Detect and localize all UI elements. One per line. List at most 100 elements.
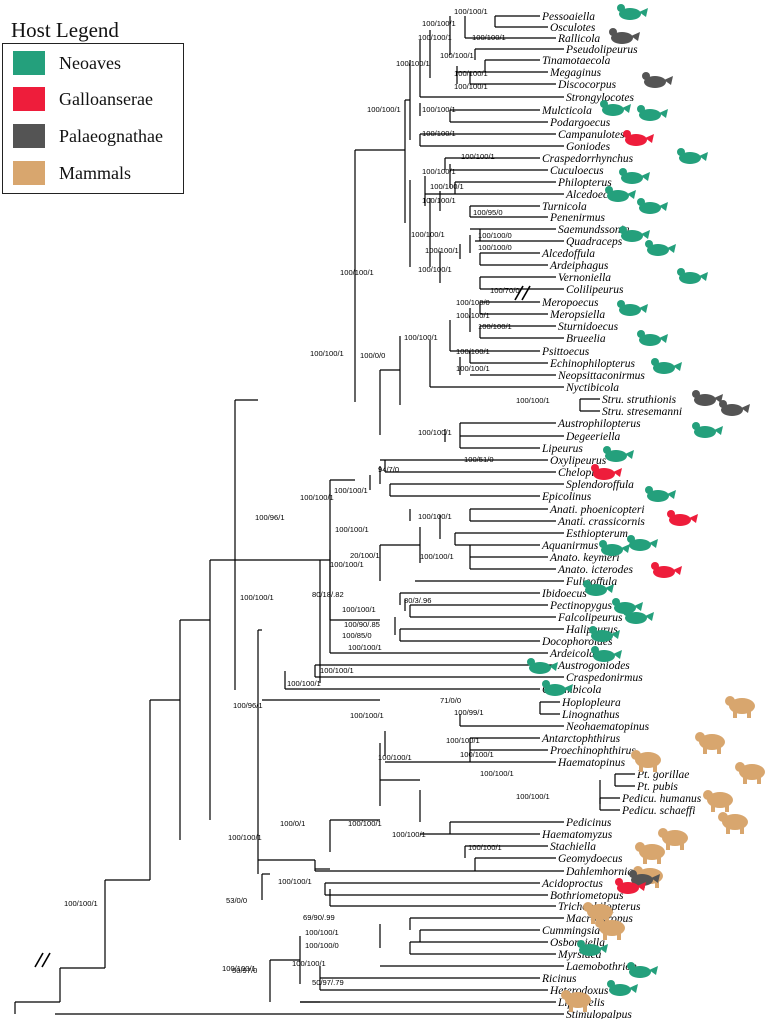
host-bird-silhouette	[599, 540, 630, 556]
taxon-label: Austrogoniodes	[557, 660, 630, 672]
taxon-label: Cuculoecus	[550, 165, 604, 177]
host-bird-silhouette	[577, 940, 608, 956]
support-value: 100/70/0	[490, 286, 520, 295]
taxon-label: Pessoaiella	[541, 11, 595, 23]
taxon-label: Ricinus	[541, 973, 577, 985]
support-value: 100/100/1	[418, 512, 452, 521]
taxon-label: Aquanirmus	[541, 540, 599, 552]
host-bird-silhouette	[623, 130, 654, 146]
taxon-label: Pt. gorillae	[636, 769, 689, 781]
support-value: 100/100/1	[411, 230, 445, 239]
support-value: 100/51/0	[464, 455, 494, 464]
support-value: 100/100/1	[404, 333, 438, 342]
taxon-label: Laemobothrion	[565, 961, 637, 973]
support-value: 100/100/1	[335, 525, 369, 534]
host-legend: Neoaves Galloanserae Palaeognathae Mamma…	[2, 43, 184, 194]
taxon-label: Epicolinus	[541, 491, 592, 503]
legend-label-mammals: Mammals	[59, 163, 131, 183]
support-value: 100/100/1	[468, 843, 502, 852]
mammals-swatch	[13, 161, 45, 185]
support-value: 100/100/0	[305, 941, 339, 950]
support-value: 100/100/1	[342, 605, 376, 614]
support-value: 100/100/1	[420, 552, 454, 561]
taxon-label: Echinophilopterus	[549, 358, 635, 370]
taxon-label: Psittoecus	[541, 346, 590, 358]
host-bird-silhouette	[623, 608, 654, 624]
taxon-label: Ardeiphagus	[549, 260, 609, 272]
taxon-label: Haematomyzus	[541, 829, 613, 841]
support-value: 100/100/1	[278, 877, 312, 886]
host-bird-silhouette	[677, 148, 708, 164]
host-bird-silhouette	[591, 646, 622, 662]
support-value: 100/100/1	[454, 69, 488, 78]
taxon-label: Pectinopygus	[549, 600, 612, 612]
support-value: 100/100/1	[350, 711, 384, 720]
taxon-label: Rallicola	[557, 33, 600, 45]
taxon-label: Pedicinus	[565, 817, 612, 829]
host-mammal-silhouette	[695, 732, 725, 754]
host-bird-silhouette	[619, 226, 650, 242]
taxon-label: Proechinophthirus	[549, 745, 636, 757]
support-value: 100/100/1	[516, 396, 550, 405]
host-bird-silhouette	[615, 878, 646, 894]
support-value: 53/0/0	[226, 896, 247, 905]
support-value: 100/100/1	[430, 182, 464, 191]
support-value: 80/18/.82	[312, 590, 344, 599]
taxon-label: Neohaematopinus	[565, 721, 650, 733]
taxon-label: Pedicu. humanus	[621, 793, 702, 805]
support-value: 80/3/.96	[404, 596, 431, 605]
galloanserae-swatch	[13, 87, 45, 111]
taxon-label: Stru. struthionis	[602, 394, 677, 406]
support-value: 100/0/1	[280, 819, 305, 828]
taxon-label: Strongylocotes	[566, 92, 634, 104]
taxon-label: Pt. pubis	[636, 781, 678, 793]
support-value: 100/100/1	[418, 33, 452, 42]
taxon-label: Craspedorrhynchus	[542, 153, 634, 165]
support-value: 100/100/1	[367, 105, 401, 114]
host-bird-silhouette	[629, 870, 660, 886]
support-value: 100/100/1	[334, 486, 368, 495]
taxon-label: Fulicoffula	[565, 576, 617, 588]
taxon-label: Pseudolipeurus	[565, 44, 638, 56]
taxon-label: Mulcticola	[541, 105, 592, 117]
taxon-label: Anato. icterodes	[557, 564, 633, 576]
branch-break-mark	[521, 285, 531, 301]
support-value: 20/100/1	[350, 551, 380, 560]
host-mammal-silhouette	[658, 828, 688, 850]
legend-label-neoaves: Neoaves	[59, 53, 121, 73]
support-value: 100/100/1	[422, 167, 456, 176]
support-value: 100/100/1	[320, 666, 354, 675]
host-mammal-silhouette	[735, 762, 765, 784]
host-mammal-silhouette	[583, 902, 613, 924]
support-value: 100/100/1	[392, 830, 426, 839]
taxon-label: Neopsittaconirmus	[557, 370, 645, 382]
host-bird-silhouette	[609, 28, 640, 44]
support-value: 100/100/1	[480, 769, 514, 778]
host-bird-silhouette	[527, 658, 558, 674]
taxon-label: Dahlemhornia	[565, 866, 633, 878]
support-value: 100/100/1	[300, 493, 334, 502]
host-bird-silhouette	[692, 422, 723, 438]
taxon-label: Haematopinus	[557, 757, 626, 769]
taxon-label: Saemundssonia	[558, 224, 630, 236]
taxon-label: Sturnidoecus	[558, 321, 619, 333]
support-value: 100/100/1	[340, 268, 374, 277]
host-bird-silhouette	[642, 72, 673, 88]
taxon-label: Goniodes	[566, 141, 611, 153]
taxon-label: Meropoecus	[541, 297, 599, 309]
branch-break-mark	[34, 952, 44, 968]
support-value: 100/100/1	[305, 928, 339, 937]
support-value: 100/90/.85	[344, 620, 380, 629]
support-value: 100/100/1	[396, 59, 430, 68]
taxon-label: Stimulopalpus	[566, 1009, 632, 1019]
host-bird-silhouette	[645, 486, 676, 502]
support-value: 100/100/1	[454, 7, 488, 16]
host-bird-silhouette	[583, 580, 614, 596]
support-value: 100/95/0	[473, 208, 503, 217]
branch-break-mark	[41, 952, 51, 968]
taxon-label: Megaginus	[549, 67, 602, 79]
taxon-label: Falcolipeurus	[557, 612, 623, 624]
taxon-label: Turnicola	[542, 201, 587, 213]
taxon-label: Anati. crassicornis	[557, 516, 645, 528]
taxon-label: Linognathus	[561, 709, 620, 721]
